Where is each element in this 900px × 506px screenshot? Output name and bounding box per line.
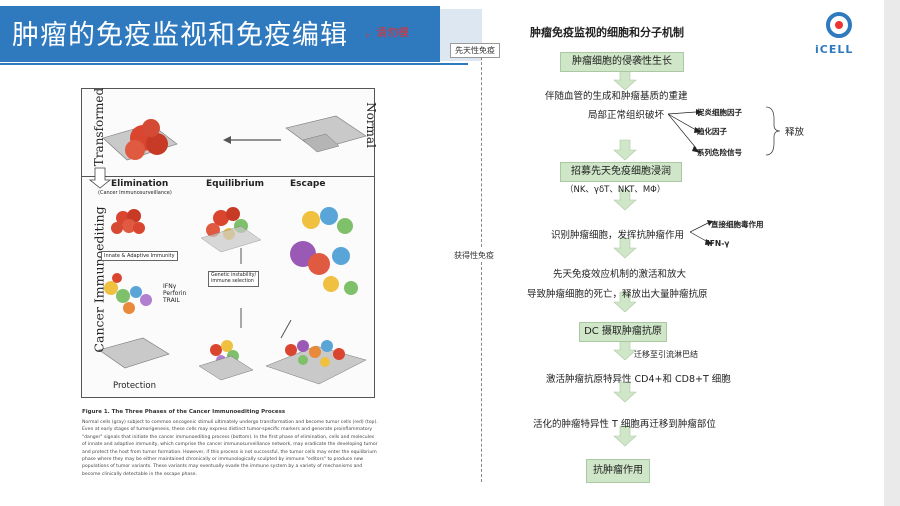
phase-elimination: Elimination	[111, 179, 169, 189]
release-item-proinflammatory: 促炎细胞因子	[697, 108, 742, 117]
flow-arrows	[613, 70, 637, 447]
label-normal: Normal	[364, 102, 378, 148]
effector-molecules: IFNγ Perforin TRAIL	[163, 283, 187, 304]
phase-escape: Escape	[290, 179, 326, 189]
release-item-chemokines: 趋化因子	[697, 127, 727, 136]
step-migrate-lymph: 迁移至引流淋巴结	[634, 350, 698, 359]
branch-ifn-gamma: IFN-γ	[707, 239, 730, 248]
step-dc-uptake: DC 摄取肿瘤抗原	[579, 322, 667, 342]
label-transformed: Transformed	[92, 87, 106, 167]
innate-immunity-label: 先天性免疫	[450, 43, 500, 58]
innate-dashed-line	[481, 57, 482, 247]
step-angiogenesis: 伴随血管的生成和肿瘤基质的重建	[545, 91, 688, 102]
innate-adaptive-box: Innate & Adaptive Immunity	[101, 251, 178, 261]
step5-branch-arrows	[690, 220, 713, 245]
header-rule	[0, 63, 468, 65]
step-anti-tumor: 抗肿瘤作用	[586, 459, 650, 483]
step-invasive-growth: 肿瘤细胞的侵袭性生长	[560, 52, 684, 72]
watermark-fragment: ，请勿模	[365, 26, 409, 39]
release-brace	[765, 106, 781, 156]
release-item-danger-signals: 系列危险信号	[697, 148, 742, 157]
step-tumor-death: 导致肿瘤细胞的死亡，释放出大量肿瘤抗原	[527, 289, 708, 300]
figure-caption-body: Normal cells (gray) subject to common on…	[82, 420, 378, 477]
title-bar	[0, 6, 440, 62]
step-tissue-damage: 局部正常组织破坏	[588, 110, 665, 121]
step-t-cells-migrate: 活化的肿瘤特异性 T 细胞再迁移到肿瘤部位	[533, 419, 716, 430]
release-label: 释放	[785, 127, 805, 138]
acquired-dashed-line	[481, 262, 482, 482]
icell-logo-icon	[826, 12, 852, 38]
logo-text: iCELL	[815, 43, 854, 56]
step-recruit-innate: 招募先天免疫细胞浸润	[560, 162, 682, 182]
release-arrows	[668, 109, 702, 153]
figure-divider	[81, 176, 375, 177]
step-recognize-tumor: 识别肿瘤细胞，发挥抗肿瘤作用	[551, 230, 685, 241]
figure-illustration	[88, 115, 367, 385]
step-activate-t-cells: 激活肿瘤抗原特异性 CD4+和 CD8+T 细胞	[546, 374, 731, 385]
right-edge-strip	[884, 0, 900, 506]
label-protection: Protection	[113, 381, 157, 391]
label-cancer-immunoediting: Cancer Immunoediting	[91, 206, 107, 353]
page-title: 肿瘤的免疫监视和免疫编辑	[12, 20, 348, 51]
phase-elimination-sub: (Cancer Immunosurveillance)	[98, 190, 172, 196]
icell-logo-dot	[835, 21, 843, 29]
step-amplify-innate: 先天免疫效应机制的激活和放大	[553, 269, 687, 280]
acquired-immunity-label: 获得性免疫	[450, 249, 498, 262]
phase-equilibrium: Equilibrium	[206, 179, 265, 189]
genetic-instability-box: Genetic instability/ immune selection	[208, 271, 260, 287]
figure-caption-title: Figure 1. The Three Phases of the Cancer…	[82, 409, 286, 415]
branch-cytotoxic: 直接细胞毒作用	[711, 220, 764, 229]
step-innate-cells: （NK、γδT、NKT、MΦ）	[565, 185, 666, 195]
flow-title: 肿瘤免疫监视的细胞和分子机制	[530, 26, 684, 39]
